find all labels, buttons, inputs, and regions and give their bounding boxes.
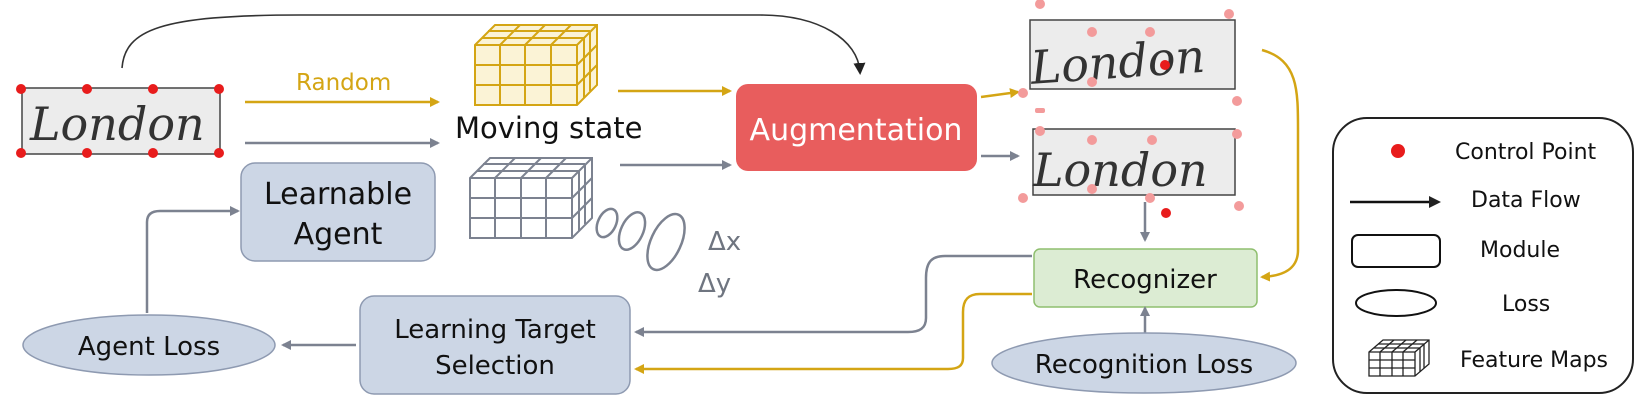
random-control-points <box>1018 0 1242 113</box>
learning-target-line1: Learning Target <box>394 315 596 345</box>
random-output-arrow <box>980 88 1020 99</box>
control-point <box>1087 184 1097 194</box>
control-point <box>1087 135 1097 145</box>
skip-flow-arrow <box>121 14 866 75</box>
control-point <box>1145 27 1155 37</box>
control-point <box>148 84 158 94</box>
control-point <box>1018 88 1028 98</box>
loss-ellipse <box>617 211 647 251</box>
random-augmented-word-image: London <box>1028 19 1236 95</box>
augmentation-label: Augmentation <box>750 113 963 148</box>
control-point <box>214 148 224 158</box>
control-point <box>148 148 158 158</box>
learned-control-points <box>1018 126 1244 211</box>
control-point <box>1035 126 1045 136</box>
learnable-agent-module: Learnable Agent <box>240 162 436 262</box>
random-label: Random <box>296 70 391 96</box>
control-point <box>82 148 92 158</box>
learning-target-line2: Selection <box>435 351 555 381</box>
control-point <box>1018 193 1028 203</box>
control-point <box>1035 108 1045 113</box>
agent-loss: Agent Loss <box>22 314 276 376</box>
legend-loss-label: Loss <box>1502 292 1550 317</box>
legend-loss-icon <box>1355 289 1437 317</box>
loss-ellipse <box>595 207 619 239</box>
control-point <box>1035 0 1045 9</box>
control-point <box>1234 201 1244 211</box>
control-point <box>1087 27 1097 37</box>
input-word-text: London <box>29 97 205 151</box>
augmentation-module: Augmentation <box>736 84 977 171</box>
learnable-agent-line2: Agent <box>294 217 383 252</box>
feature-map-cube-agent <box>469 157 593 239</box>
control-point <box>1147 135 1157 145</box>
control-point <box>1232 96 1242 106</box>
recognition-loss-label: Recognition Loss <box>1035 350 1253 380</box>
input-word-image: London <box>21 87 221 155</box>
control-point <box>1087 77 1097 87</box>
recognizer-to-selection-gold-arrow <box>634 292 1032 374</box>
recognition-loss: Recognition Loss <box>991 332 1297 394</box>
loss-ellipse <box>646 212 686 272</box>
control-point <box>1145 193 1155 203</box>
control-point <box>1161 208 1171 218</box>
control-point <box>1232 129 1242 139</box>
random-augmented-word-text: London <box>1028 29 1207 95</box>
agent-loss-to-agent-arrow <box>145 206 240 313</box>
legend-module-icon <box>1351 234 1441 268</box>
legend-control-point-label: Control Point <box>1455 140 1597 165</box>
control-point <box>82 84 92 94</box>
delta-y-label: Δy <box>698 269 731 299</box>
legend-feature-maps-icon <box>1368 339 1430 377</box>
offset-loss-ellipses <box>595 207 686 272</box>
learned-augmented-word-text: London <box>1032 143 1208 197</box>
moving-state-label: Moving state <box>455 111 642 145</box>
control-point <box>16 148 26 158</box>
legend-feature-maps-label: Feature Maps <box>1460 348 1608 373</box>
legend-module-label: Module <box>1480 238 1560 263</box>
recognizer-label: Recognizer <box>1073 265 1217 295</box>
recognizer-to-selection-gray-arrow <box>634 254 1032 337</box>
recognizer-module: Recognizer <box>1033 248 1258 308</box>
control-point <box>214 84 224 94</box>
feature-map-cube-random <box>474 24 598 106</box>
agent-loss-label: Agent Loss <box>78 332 220 362</box>
legend-data-flow-label: Data Flow <box>1471 188 1581 213</box>
input-control-points <box>16 84 224 158</box>
random-image-to-recognizer-arrow <box>1260 48 1300 282</box>
legend: Control Point Data Flow Module Loss Feat… <box>1332 117 1634 394</box>
control-point <box>1224 9 1234 19</box>
learning-target-selection-module: Learning Target Selection <box>359 295 631 395</box>
legend-control-point-icon <box>1391 144 1405 158</box>
learned-augmented-word-image: London <box>1032 128 1236 197</box>
control-point <box>16 84 26 94</box>
learnable-agent-line1: Learnable <box>264 177 412 212</box>
control-point <box>1160 60 1170 70</box>
delta-x-label: Δx <box>708 227 741 257</box>
